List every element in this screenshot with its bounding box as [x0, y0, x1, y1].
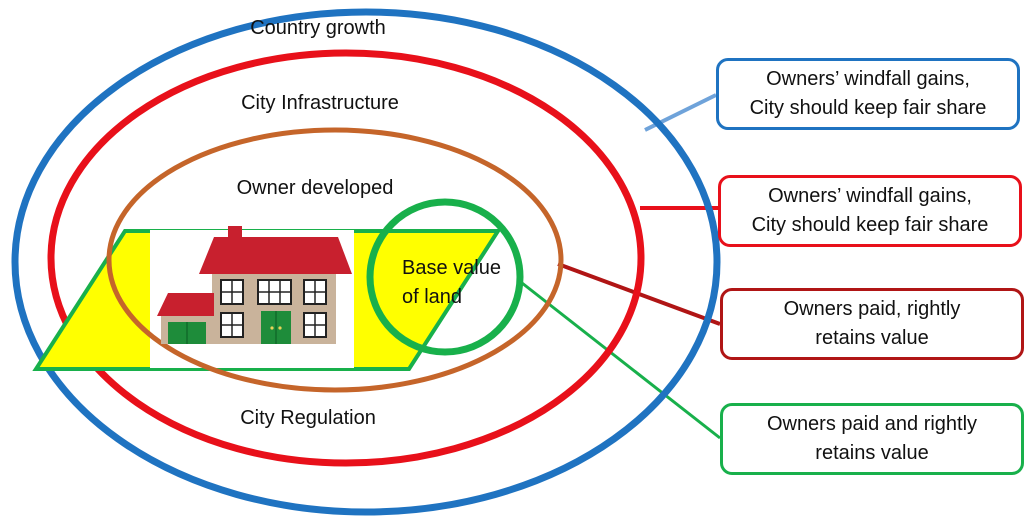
- base-value-label-line2: of land: [402, 286, 462, 308]
- door-knob: [270, 326, 274, 330]
- callout-line: Owners paid, rightly: [783, 298, 961, 320]
- callout-line: City should keep fair share: [749, 97, 987, 119]
- window-mullions: [221, 280, 326, 337]
- connector-base-land: [521, 281, 721, 440]
- main-roof-shape: [199, 237, 352, 274]
- callout-base-land: Owners paid and rightly retains value: [720, 403, 1024, 475]
- city-regulation-label: City Regulation: [240, 407, 376, 429]
- door-knob: [278, 326, 282, 330]
- callout-country-growth: Owners’ windfall gains, City should keep…: [716, 58, 1020, 130]
- callout-line: Owners’ windfall gains,: [766, 68, 970, 90]
- city-infrastructure-label: City Infrastructure: [241, 92, 399, 114]
- owner-developed-ring: [106, 127, 564, 393]
- callout-line: retains value: [815, 327, 929, 349]
- callout-city-infrastructure: Owners’ windfall gains, City should keep…: [718, 175, 1022, 247]
- owner-developed-label: Owner developed: [237, 177, 394, 199]
- house-icon: [157, 226, 352, 344]
- callout-line: Owners paid and rightly: [766, 413, 978, 435]
- base-value-label-line1: Base value: [402, 257, 501, 279]
- base-land-ring: [366, 198, 524, 356]
- country-growth-label: Country growth: [250, 17, 386, 39]
- garage-roof-shape: [157, 293, 214, 316]
- callout-owner-developed: Owners paid, rightly retains value: [720, 288, 1024, 360]
- callout-line: City should keep fair share: [751, 214, 989, 236]
- country-growth-ring: [11, 8, 721, 516]
- callout-line: Owners’ windfall gains,: [768, 185, 972, 207]
- city-infrastructure-ring: [47, 49, 645, 467]
- callout-line: retains value: [815, 442, 929, 464]
